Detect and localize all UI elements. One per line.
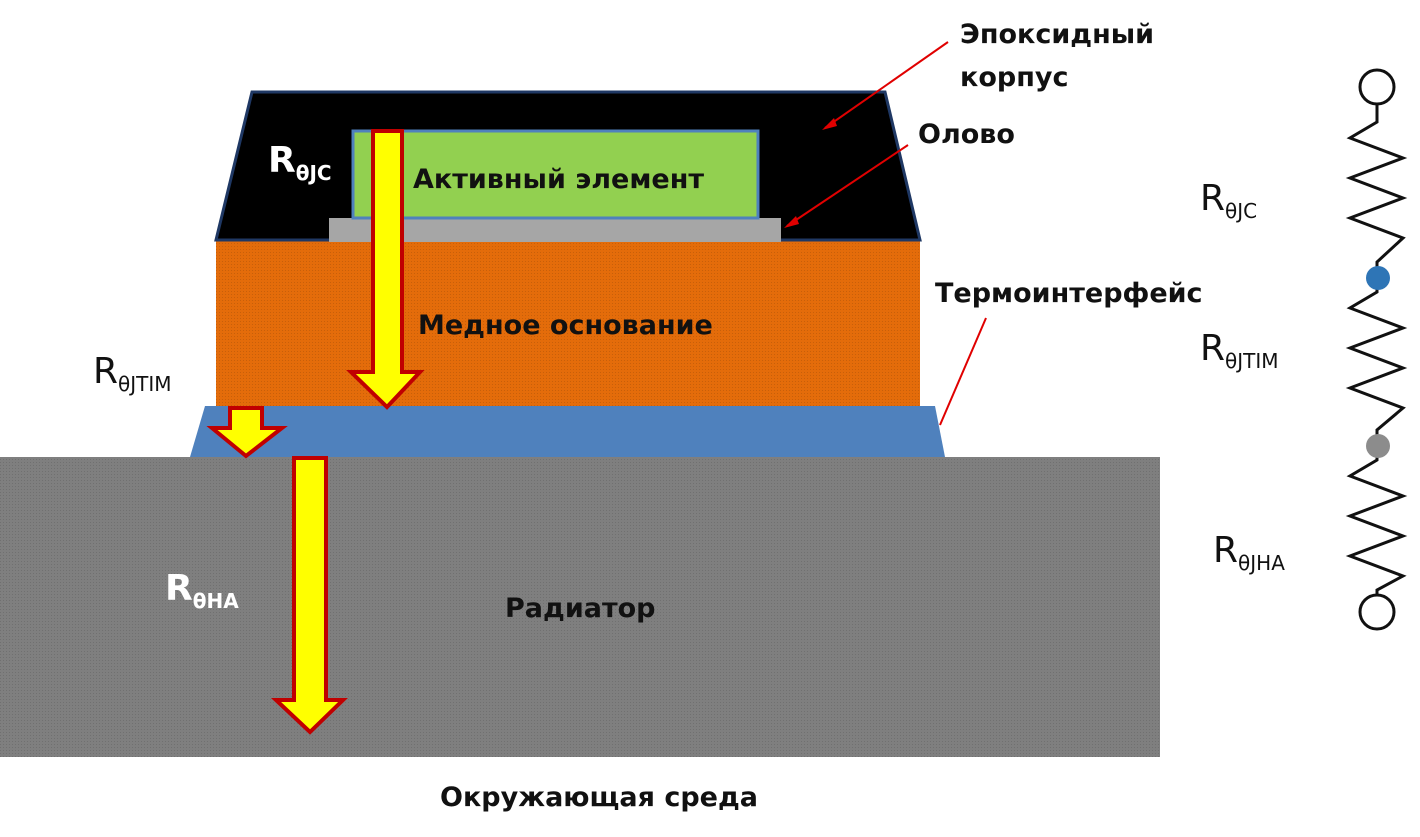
tin-label: Олово — [918, 119, 1015, 150]
tin-layer — [329, 218, 781, 242]
node-gray — [1366, 434, 1390, 458]
heat-arrow-jc — [346, 129, 425, 410]
epoxy-callout-line — [824, 41, 949, 129]
r-ha-main: R — [165, 568, 193, 609]
thermal-interface-layer — [190, 406, 945, 457]
heat-arrow-ha — [270, 456, 348, 735]
r-jtim-sub: θJTIM — [118, 372, 172, 396]
schematic-r-jtim-main: R — [1200, 328, 1225, 369]
heat-arrow-jtim — [206, 406, 288, 459]
schematic-r-jha-label: RθJHA — [1213, 530, 1285, 575]
active-element-block — [351, 129, 760, 220]
schematic-r-jc-sub: θJC — [1225, 199, 1257, 223]
r-jtim-main: R — [93, 351, 118, 392]
node-blue — [1366, 266, 1390, 290]
resistor-jtim — [1345, 278, 1408, 446]
radiator-label: Радиатор — [505, 593, 655, 624]
epoxy-label-line1: Эпоксидный — [960, 19, 1154, 50]
schematic-r-jtim-label: RθJTIM — [1200, 328, 1279, 373]
schematic-r-jtim-sub: θJTIM — [1225, 349, 1279, 373]
schematic-r-jha-sub: θJHA — [1238, 551, 1285, 575]
r-jc-main: R — [268, 140, 296, 181]
active-element-label: Активный элемент — [413, 164, 704, 195]
resistor-chain-schematic — [1345, 68, 1408, 631]
thermal-interface-label: Термоинтерфейс — [935, 278, 1203, 309]
r-jtim-label: RθJTIM — [93, 351, 172, 396]
environment-label: Окружающая среда — [440, 782, 758, 813]
terminal-top — [1358, 68, 1396, 106]
r-ha-label: RθHA — [165, 568, 239, 613]
epoxy-label-line2: корпус — [960, 62, 1068, 93]
schematic-r-jc-main: R — [1200, 178, 1225, 219]
terminal-bottom — [1358, 593, 1396, 631]
schematic-r-jha-main: R — [1213, 530, 1238, 571]
r-jc-label: RθJC — [268, 140, 332, 185]
interface-callout-line — [939, 317, 987, 426]
tin-callout-line — [786, 144, 909, 227]
resistor-jha — [1345, 446, 1408, 595]
r-ha-sub: θHA — [193, 589, 239, 613]
copper-base-label: Медное основание — [418, 310, 713, 341]
r-jc-sub: θJC — [296, 161, 332, 185]
resistor-jc — [1345, 104, 1408, 278]
schematic-r-jc-label: RθJC — [1200, 178, 1257, 223]
